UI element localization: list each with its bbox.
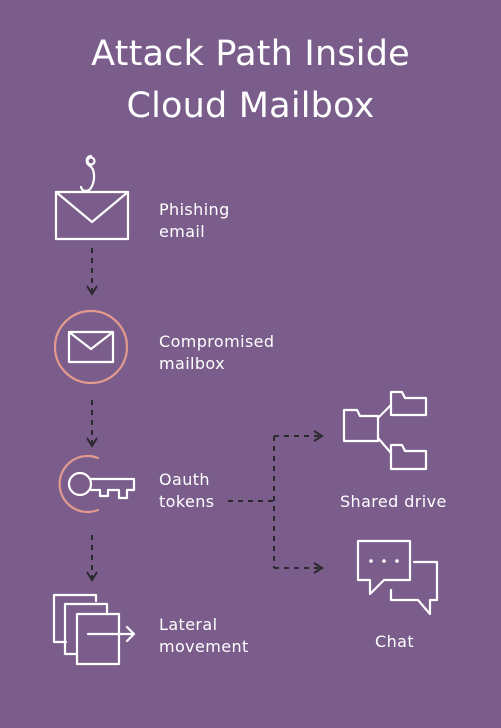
diagram-title: Attack Path Inside Cloud Mailbox — [0, 28, 501, 132]
step-label-lateral-movement: Lateral movement — [159, 614, 249, 658]
key-icon — [58, 454, 136, 514]
step-label-line: tokens — [159, 492, 215, 511]
title-line-1: Attack Path Inside — [91, 34, 410, 74]
step-label-line: Oauth — [159, 470, 210, 489]
chat-bubbles-icon — [356, 539, 439, 616]
phishing-envelope-icon — [54, 154, 130, 241]
step-label-line: email — [159, 222, 206, 241]
target-label-shared-drive: Shared drive — [340, 492, 447, 511]
step-label-line: mailbox — [159, 354, 226, 373]
step-label-line: movement — [159, 637, 249, 656]
shared-drive-folders-icon — [342, 390, 428, 471]
title-line-2: Cloud Mailbox — [126, 86, 375, 126]
step-label-line: Lateral — [159, 615, 218, 634]
lateral-movement-icon — [52, 593, 136, 666]
branch-connector — [228, 430, 324, 574]
step-label-phishing-email: Phishing email — [159, 199, 230, 243]
step-label-line: Phishing — [159, 200, 230, 219]
compromised-mailbox-icon — [53, 309, 129, 385]
step-label-line: Compromised — [159, 332, 275, 351]
target-label-chat: Chat — [375, 632, 414, 651]
step-label-oauth-tokens: Oauth tokens — [159, 469, 214, 513]
step-label-compromised-mailbox: Compromised mailbox — [159, 331, 275, 375]
